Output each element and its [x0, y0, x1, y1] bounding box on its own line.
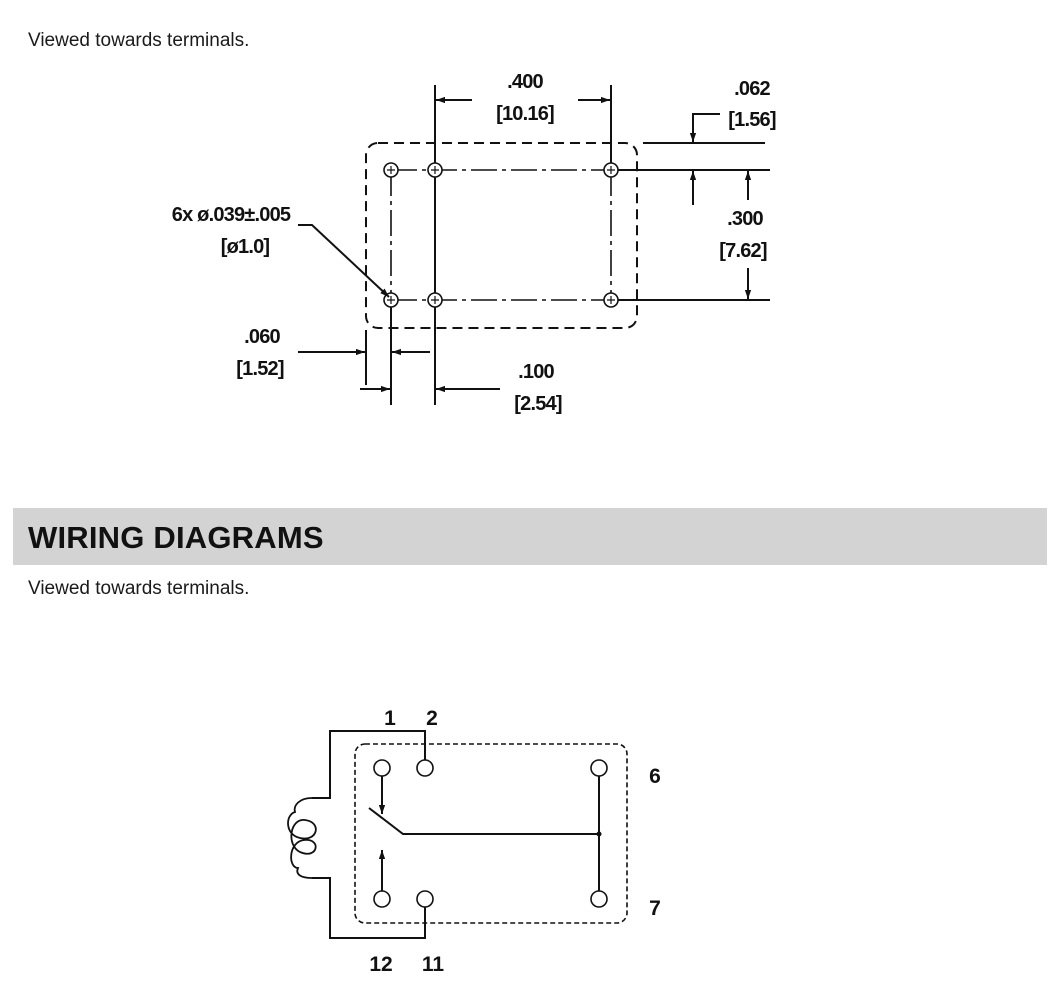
terminal [590, 759, 608, 777]
dim-hole-mm: [ø1.0] [221, 236, 270, 258]
relay-outline [354, 743, 628, 924]
dim-300-mm: [7.62] [719, 240, 767, 262]
relay-outline [365, 142, 638, 329]
section-title: WIRING DIAGRAMS [28, 520, 324, 555]
wiring-caption: Viewed towards terminals. [28, 578, 250, 599]
pin-label-12: 12 [369, 953, 392, 976]
pin-label-2: 2 [426, 707, 438, 730]
dim-300-inch: .300 [727, 208, 763, 230]
terminal [416, 759, 434, 777]
terminal [590, 890, 608, 908]
dim-hole-inch: 6x ø.039±.005 [172, 204, 291, 226]
terminal [373, 759, 391, 777]
pin-label-11: 11 [422, 953, 445, 976]
pcb-holes [383, 162, 619, 308]
dim-060-mm: [1.52] [236, 358, 284, 380]
switch-blade [368, 807, 599, 835]
dimension-arrow [689, 113, 720, 142]
pin-label-1: 1 [384, 707, 396, 730]
dim-100-inch: .100 [518, 361, 554, 383]
dim-062-inch: .062 [734, 78, 770, 100]
dim-062-mm: [1.56] [728, 109, 776, 131]
dim-100-mm: [2.54] [514, 393, 562, 415]
hole-leader [298, 224, 390, 298]
dim-400-inch: .400 [507, 71, 543, 93]
terminal [416, 890, 434, 908]
coil-wire-bottom [312, 877, 426, 939]
pin-label-6: 6 [649, 765, 661, 788]
terminal [373, 890, 391, 908]
junction-dot [596, 831, 602, 837]
pin-label-7: 7 [649, 897, 661, 920]
dim-400-mm: [10.16] [496, 103, 554, 125]
wiring-diagram: 1 2 6 7 12 11 [287, 707, 661, 976]
pcb-layout-caption: Viewed towards terminals. [28, 30, 250, 51]
section-heading-bar: WIRING DIAGRAMS [13, 508, 1047, 565]
dim-060-inch: .060 [244, 326, 280, 348]
coil-wire-top [312, 730, 426, 799]
coil-icon [287, 797, 317, 879]
pcb-layout-drawing: .400 [10.16] .062 [1.56] .300 [7.62] 6x … [172, 71, 777, 415]
